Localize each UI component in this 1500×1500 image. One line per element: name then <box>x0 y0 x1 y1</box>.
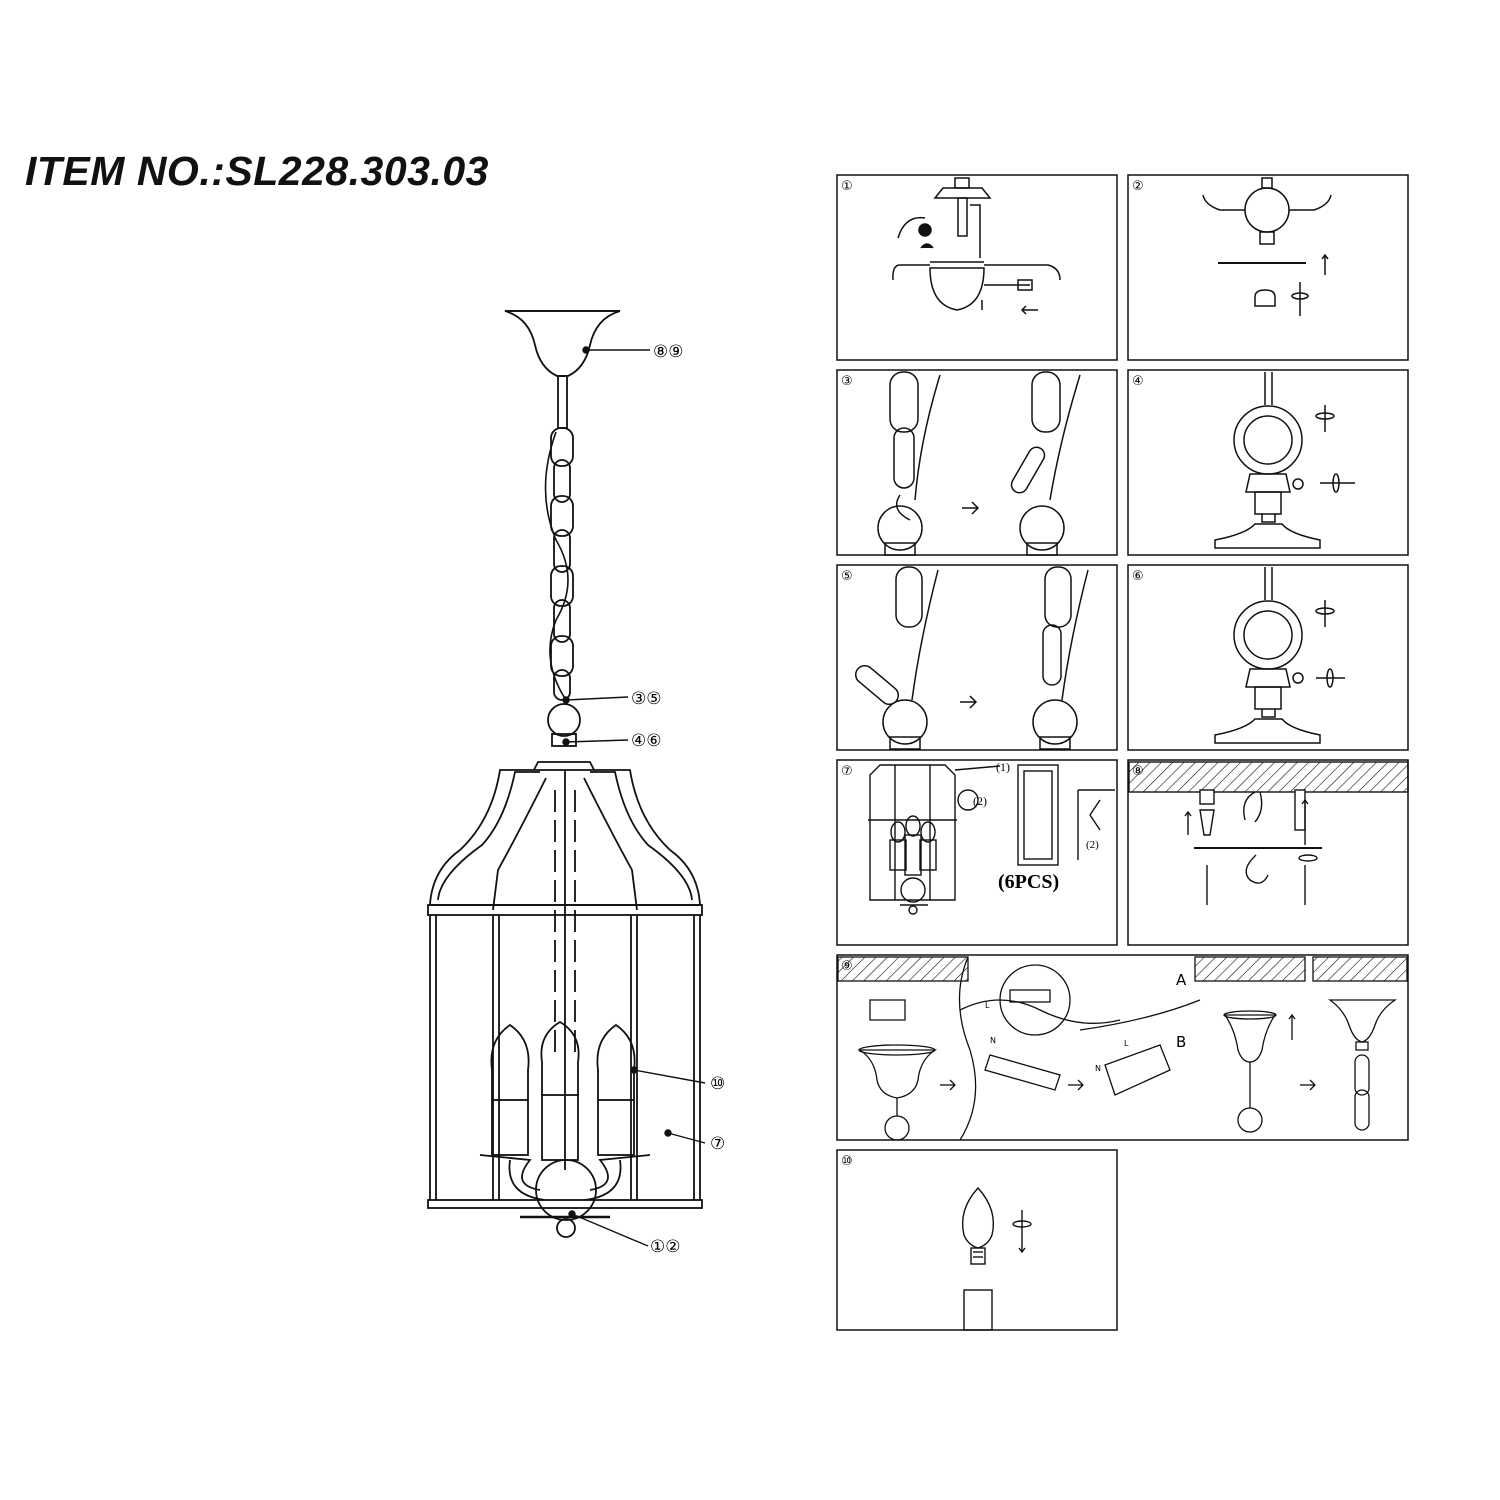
step-number-7: ⑦ <box>841 764 853 779</box>
step-panel-5 <box>836 564 1118 751</box>
step-9-drawing <box>837 956 1408 1141</box>
canopy-rod <box>557 375 568 429</box>
step-panel-6 <box>1127 564 1409 751</box>
step-8-drawing <box>1128 761 1409 905</box>
callout-3-5: ③⑤ <box>631 689 661 709</box>
step-4-drawing <box>1214 372 1355 549</box>
callout-10: ⑩ <box>710 1074 725 1094</box>
step-panel-7 <box>836 759 1118 946</box>
step-9-wire-l-bottom: L <box>1124 1039 1129 1048</box>
step-3-drawing <box>877 371 1081 556</box>
chain <box>550 427 574 701</box>
step-number-1: ① <box>841 179 853 194</box>
top-loop-ring <box>547 703 581 737</box>
step-9-wire-n-bottom: N <box>1095 1064 1101 1073</box>
callout-7: ⑦ <box>710 1134 725 1154</box>
power-cord <box>544 431 569 701</box>
step-5-drawing <box>854 566 1089 750</box>
candle-bulbs <box>490 1020 636 1161</box>
step-7-door-label: (2) <box>1086 839 1099 851</box>
step-6-drawing <box>1214 567 1345 744</box>
step-7-count-label: (6PCS) <box>998 871 1059 893</box>
item-number-title: ITEM NO.:SL228.303.03 <box>25 148 489 194</box>
step-panel-9 <box>836 954 1409 1141</box>
step-10-drawing <box>961 1186 1032 1331</box>
ceiling-canopy <box>504 310 621 377</box>
step-9-wire-l-top: L <box>985 1001 990 1010</box>
step-panel-2 <box>1127 174 1409 361</box>
step-panel-3 <box>836 369 1118 556</box>
step-7-cage-label: (2) <box>973 794 987 808</box>
callout-8-9: ⑧⑨ <box>653 342 683 362</box>
step-7-panel-label: (1) <box>996 760 1010 774</box>
callout-leaders <box>562 346 706 1247</box>
step-1-drawing <box>892 177 1061 315</box>
step-number-5: ⑤ <box>841 569 853 584</box>
step-panel-4 <box>1127 369 1409 556</box>
main-lantern-drawing <box>427 310 703 1238</box>
step-panel-8 <box>1127 759 1409 946</box>
step-number-4: ④ <box>1132 374 1144 389</box>
step-panel-10 <box>836 1149 1118 1331</box>
step-9-option-a: A <box>1176 971 1187 989</box>
step-number-2: ② <box>1132 179 1144 194</box>
step-number-3: ③ <box>841 374 853 389</box>
bottom-ball <box>535 1159 597 1221</box>
step-9-option-b: B <box>1176 1033 1186 1051</box>
step-number-10: ⑩ <box>841 1154 853 1169</box>
step-2-drawing <box>1202 177 1332 316</box>
step-9-wire-n-top: N <box>990 1036 996 1045</box>
callout-1-2: ①② <box>650 1237 680 1257</box>
lantern-cage <box>427 769 703 1209</box>
step-number-6: ⑥ <box>1132 569 1144 584</box>
callout-4-6: ④⑥ <box>631 731 661 751</box>
step-7-drawing <box>868 764 1115 915</box>
step-panel-1 <box>836 174 1118 361</box>
